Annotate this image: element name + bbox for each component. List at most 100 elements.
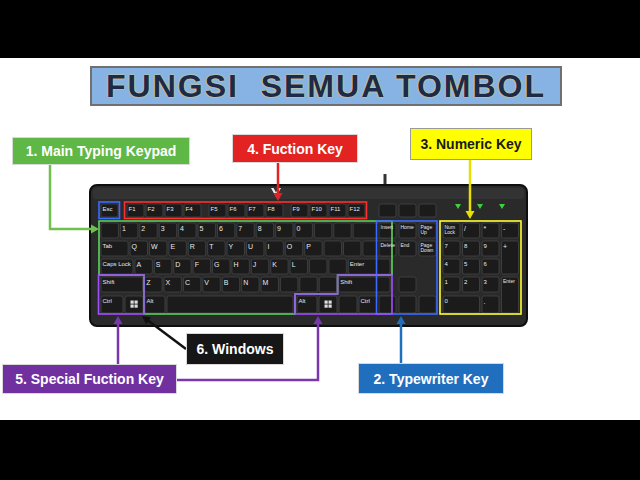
arrowhead (114, 316, 123, 324)
key (443, 241, 460, 256)
key-legend: 8 (258, 225, 273, 232)
key (502, 241, 519, 274)
key (174, 259, 191, 274)
key (101, 296, 123, 313)
key (443, 259, 460, 274)
key-legend: 5 (200, 225, 215, 232)
key-legend: Y (229, 243, 244, 250)
key-legend: G (214, 261, 229, 268)
key (463, 223, 480, 238)
key (280, 277, 297, 292)
key (463, 259, 480, 274)
callout-box: 3. Numeric Key (410, 128, 532, 160)
key (228, 204, 245, 217)
key (443, 277, 460, 292)
key (146, 204, 163, 217)
key-legend: Page Down (421, 243, 436, 253)
key (222, 277, 239, 292)
key-legend: 8 (464, 243, 479, 249)
key (419, 204, 436, 217)
key (324, 241, 341, 256)
typewriter-outline (377, 221, 438, 314)
title: FUNGSI SEMUA TOMBOL (106, 68, 546, 105)
key (399, 204, 416, 217)
key (208, 241, 225, 256)
bottom-band (0, 420, 640, 480)
key (251, 259, 268, 274)
key (101, 204, 118, 217)
key-legend: Home (401, 225, 416, 230)
leader-lines (50, 160, 470, 380)
callout-box: 4. Fuction Key (232, 134, 358, 163)
key-legend: F6 (230, 206, 245, 212)
key-legend: 3 (484, 279, 499, 285)
key-legend: M (263, 279, 278, 286)
key (145, 296, 165, 313)
key-legend: . (484, 298, 499, 305)
key-legend: R (190, 243, 205, 250)
key (348, 204, 365, 217)
key (310, 259, 327, 274)
key (285, 241, 302, 256)
key (167, 296, 293, 313)
key (379, 296, 396, 313)
leader-line (469, 160, 472, 212)
key (198, 223, 215, 238)
windows-logo-part (131, 301, 134, 304)
key (314, 223, 331, 238)
key-legend: L (292, 261, 307, 268)
key-legend: V (204, 279, 219, 286)
key-legend: O (287, 243, 302, 250)
key-legend: End (401, 243, 416, 248)
key (184, 204, 201, 217)
key (130, 241, 147, 256)
key (209, 204, 226, 217)
key-legend: 2 (141, 225, 156, 232)
key-legend: 7 (238, 225, 253, 232)
key-legend: 3 (161, 225, 176, 232)
key-legend: C (185, 279, 200, 286)
key-legend: Alt (147, 298, 165, 304)
key (443, 296, 480, 313)
key (419, 241, 436, 256)
key (183, 277, 200, 292)
callout-label: 4. Fuction Key (247, 141, 343, 157)
key (135, 259, 152, 274)
key-legend: 0 (445, 298, 480, 304)
callout-label: 5. Special Fuction Key (15, 371, 164, 387)
key (305, 241, 322, 256)
leader-line (177, 323, 318, 380)
typewriter-outline (99, 202, 120, 219)
callout-box: 6. Windows (186, 333, 284, 365)
key (339, 277, 390, 292)
key (319, 296, 337, 313)
key-legend: 4 (445, 261, 460, 267)
key (217, 223, 234, 238)
key (482, 241, 499, 256)
key (419, 223, 436, 238)
key-legend: Ctrl (361, 298, 390, 304)
key-legend: K (272, 261, 287, 268)
key (379, 204, 396, 217)
key-legend: F12 (350, 206, 365, 212)
key (379, 241, 396, 256)
leader-line (277, 163, 280, 194)
key-legend: F11 (331, 206, 346, 212)
key (295, 223, 312, 238)
key (120, 223, 137, 238)
leader-line (50, 165, 92, 229)
key-legend: H (233, 261, 248, 268)
key (348, 259, 390, 274)
key (463, 277, 480, 292)
key-legend: D (175, 261, 190, 268)
windows-logo-part (325, 301, 328, 304)
key (203, 277, 220, 292)
key-legend: Page Up (421, 225, 436, 235)
key-legend: Insert (381, 225, 396, 230)
key (165, 204, 182, 217)
key-legend: F1 (129, 206, 144, 212)
key (482, 223, 499, 238)
top-band (0, 0, 640, 58)
key-legend: P (306, 243, 321, 250)
